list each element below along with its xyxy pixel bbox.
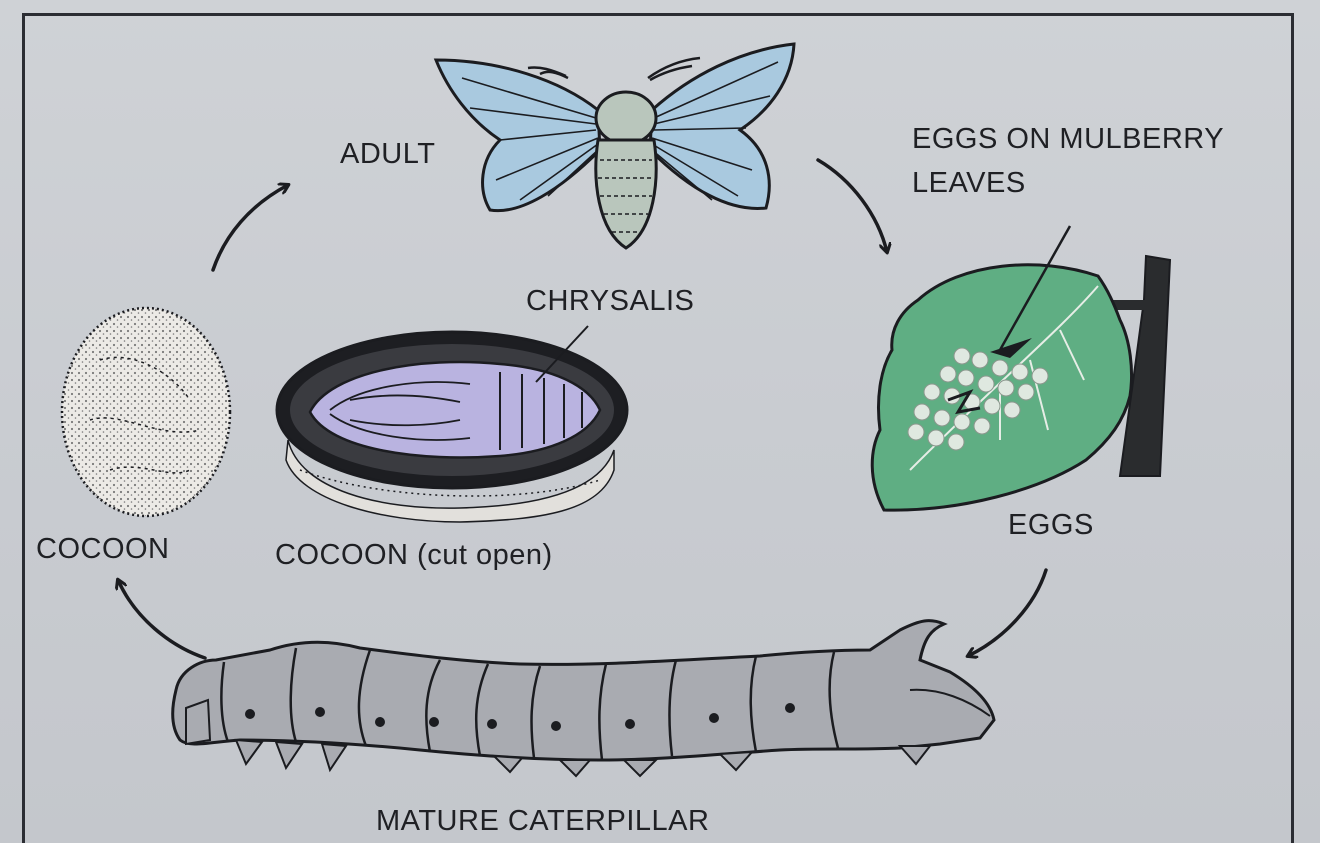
label-eggs-on-mulberry-leaves-line2: LEAVES (912, 166, 1026, 201)
adult-moth (436, 44, 794, 248)
label-adult: ADULT (340, 137, 435, 172)
moth-left-wing (436, 60, 600, 211)
moth-right-wing (650, 44, 794, 208)
label-eggs-on-mulberry-leaves-line1: EGGS ON MULBERRY (912, 122, 1224, 157)
label-eggs: EGGS (1008, 508, 1094, 543)
arrow-eggs-to-caterpillar (968, 570, 1046, 656)
moth-thorax (596, 92, 656, 144)
label-cocoon-cut-open: COCOON (cut open) (275, 538, 553, 573)
cocoon-cut-open (277, 332, 627, 522)
mature-caterpillar (173, 621, 994, 776)
arrow-cocoon-to-adult (213, 185, 288, 270)
whole-cocoon (62, 308, 230, 516)
arrow-adult-to-eggs (818, 160, 887, 252)
label-mature-caterpillar: MATURE CATERPILLAR (376, 804, 709, 839)
label-cocoon: COCOON (36, 532, 170, 567)
label-chrysalis: CHRYSALIS (526, 284, 694, 319)
arrow-caterpillar-to-cocoon (118, 580, 205, 658)
mulberry-leaf-with-eggs (872, 256, 1170, 510)
